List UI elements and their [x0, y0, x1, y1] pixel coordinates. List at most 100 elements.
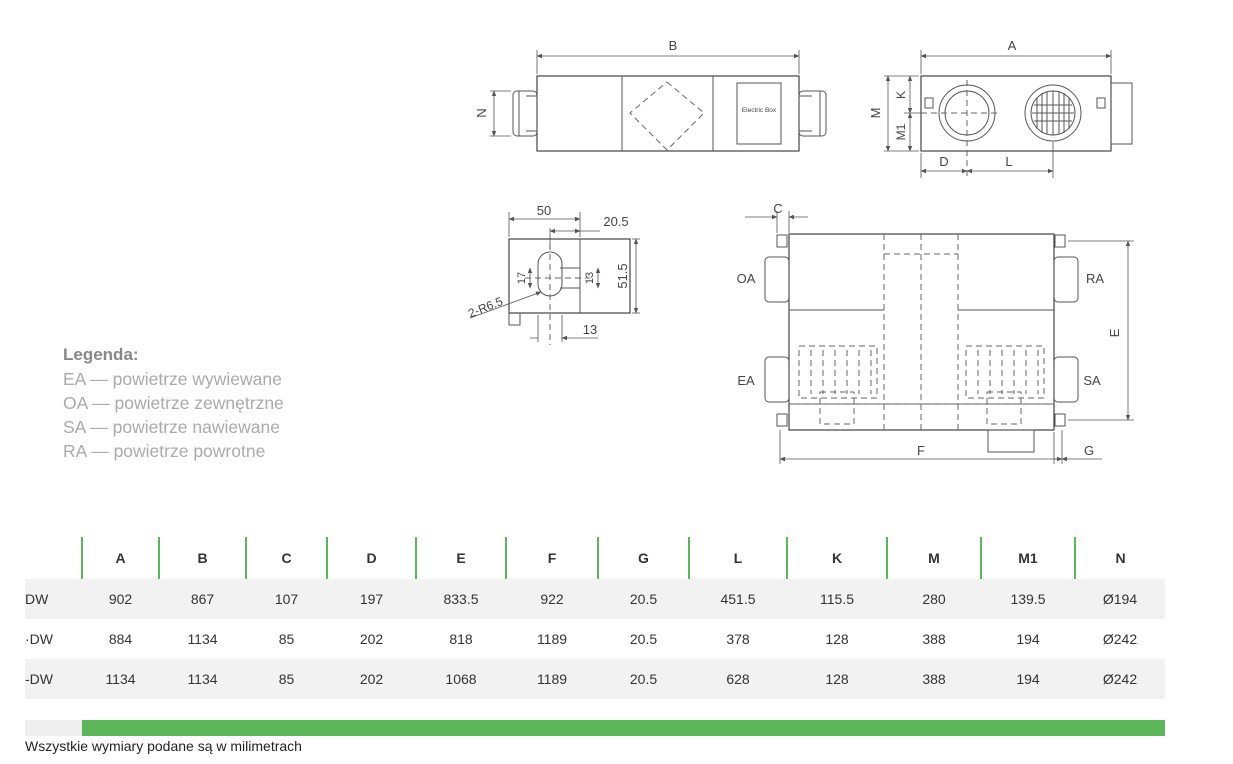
table-cell: DW: [25, 579, 82, 619]
table-row: ·DW 884 1134 85 202 818 1189 20.5 378 12…: [25, 619, 1165, 659]
technical-drawing: Electric Box B N: [466, 38, 1134, 464]
dim-n-label: N: [474, 108, 489, 117]
table-cell: 280: [887, 579, 981, 619]
footnote: Wszystkie wymiary podane są w milimetrac…: [25, 738, 302, 754]
port-oa: [764, 256, 790, 303]
port-sa-label: SA: [1083, 373, 1101, 388]
dim-l-label: L: [1005, 154, 1012, 169]
table-cell: 388: [887, 659, 981, 699]
dim-a-label: A: [1008, 38, 1017, 53]
dim-13-horizontal-label: 13: [583, 322, 597, 337]
dim-m1-label: M1: [894, 123, 908, 140]
table-cell: 128: [825, 631, 849, 647]
table-cell: 20.5: [629, 631, 658, 647]
scrollbar-track-start: [25, 720, 82, 736]
plan-body: [788, 233, 1055, 431]
left-duct: [512, 90, 538, 137]
table-cell: ·DW: [25, 631, 53, 647]
plan-view: OA EA RA SA C E F G: [737, 201, 1134, 464]
table-cell: 833.5: [416, 579, 506, 619]
table-cell: 20.5: [598, 659, 689, 699]
legend-item-ea: EA — powietrze wywiewane: [63, 369, 282, 389]
header-c: C: [245, 537, 327, 579]
port-grille: [1032, 91, 1074, 135]
table-cell: 1068: [416, 659, 506, 699]
side-body: [920, 75, 1112, 152]
table-cell: 194: [1016, 631, 1040, 647]
table-cell: 197: [327, 579, 416, 619]
header-b: B: [158, 537, 246, 579]
dim-20-5-label: 20.5: [603, 214, 628, 229]
top-view: Electric Box B N: [474, 38, 827, 152]
table-cell: 194: [981, 659, 1075, 699]
table-cell: 85: [246, 659, 327, 699]
port-ra-label: RA: [1086, 271, 1104, 286]
legend-title: Legenda:: [63, 345, 139, 364]
dim-d-label: D: [939, 154, 948, 169]
dim-c-label: C: [773, 201, 782, 216]
header-g: G: [597, 537, 689, 579]
bracket-detail: 50 20.5 17 13 51.5 13 2-R6.5: [466, 203, 640, 345]
port-ea-label: EA: [737, 373, 755, 388]
table-cell: 1189: [506, 659, 598, 699]
table-cell: 128: [787, 659, 887, 699]
header-e: E: [415, 537, 506, 579]
electric-box: [736, 82, 782, 145]
table-cell: -DW: [25, 659, 82, 699]
table-cell: 867: [159, 579, 246, 619]
table-cell: Ø242: [1075, 659, 1165, 699]
horizontal-scrollbar-thumb[interactable]: [82, 720, 1165, 736]
table-cell: 922: [506, 579, 598, 619]
table-row: DW 902 867 107 197 833.5 922 20.5 451.5 …: [25, 579, 1165, 619]
table-cell: 628: [689, 659, 787, 699]
header-d: D: [326, 537, 416, 579]
table-cell: 1134: [187, 631, 218, 647]
table-cell: Ø242: [1102, 631, 1138, 647]
side-electric-box: [1110, 82, 1133, 145]
table-header-row: A B C D E F G L K M M1 N: [25, 537, 1165, 579]
dim-m-label: M: [868, 108, 883, 119]
header-n: N: [1074, 537, 1165, 579]
dim-b-label: B: [669, 38, 678, 53]
table-cell: 20.5: [598, 579, 689, 619]
bracket-plate: [508, 238, 631, 314]
table-cell: 451.5: [689, 579, 787, 619]
dim-f-label: F: [917, 443, 925, 458]
port-sa: [1053, 356, 1079, 403]
drain-box: [987, 429, 1035, 453]
table-cell: 107: [246, 579, 327, 619]
table-cell: 902: [82, 579, 159, 619]
header-a: A: [81, 537, 159, 579]
filter-right: [965, 345, 1045, 399]
table-cell: 85: [278, 631, 295, 647]
table-cell: 202: [327, 659, 416, 699]
header-l: L: [688, 537, 787, 579]
port-ra: [1053, 256, 1079, 303]
legend: Legenda: EA — powietrze wywiewane OA — p…: [63, 345, 284, 463]
table-cell: 884: [108, 631, 133, 647]
table-cell: 818: [449, 631, 473, 647]
header-f: F: [505, 537, 598, 579]
header-model: [25, 537, 82, 579]
table-cell: 202: [359, 631, 384, 647]
dim-17-label: 17: [516, 272, 528, 284]
dim-k-label: K: [894, 91, 908, 99]
header-m1: M1: [980, 537, 1075, 579]
table-cell: 378: [726, 631, 750, 647]
port-oa-label: OA: [737, 271, 756, 286]
port-circle-right: [1024, 84, 1082, 142]
heat-exchanger: [629, 81, 705, 151]
table-row: -DW 1134 1134 85 202 1068 1189 20.5 628 …: [25, 659, 1165, 699]
header-m: M: [886, 537, 981, 579]
legend-item-sa: SA — powietrze nawiewane: [63, 417, 280, 437]
table-cell: Ø194: [1075, 579, 1165, 619]
table-cell: 1134: [159, 659, 246, 699]
dim-13-vertical-label: 13: [584, 272, 596, 284]
legend-item-oa: OA — powietrze zewnętrzne: [63, 393, 284, 413]
table-cell: 1189: [536, 631, 568, 647]
dim-g-label: G: [1084, 443, 1094, 458]
dim-50-label: 50: [537, 203, 551, 218]
right-duct: [798, 90, 827, 137]
table-cell: 139.5: [981, 579, 1075, 619]
dim-e-label: E: [1107, 328, 1122, 337]
